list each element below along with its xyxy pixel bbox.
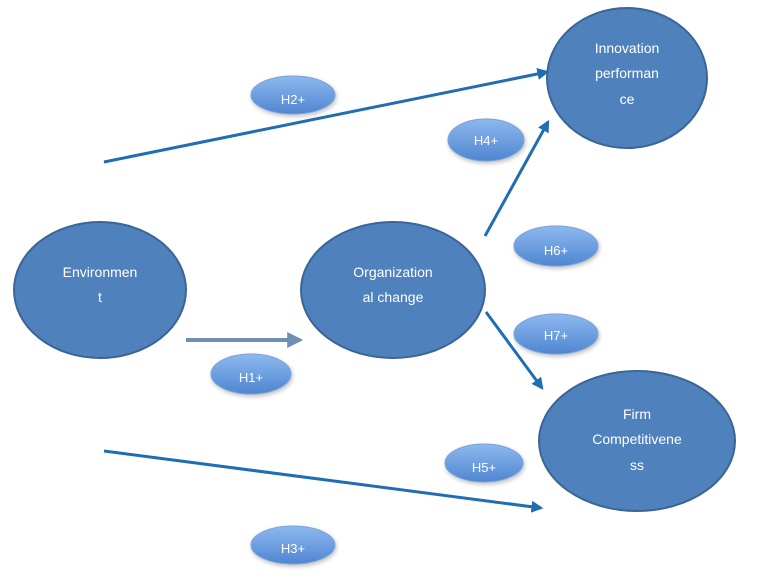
node-organizational-change-line-2: al change xyxy=(363,289,424,305)
node-innovation-performance-line-2: performan xyxy=(595,65,659,81)
badge-h1: H1+ xyxy=(210,353,292,395)
node-firm-competitiveness-line-3: ss xyxy=(630,457,644,473)
badge-h6: H6+ xyxy=(513,225,599,267)
node-environment-line-1: Environmen xyxy=(63,264,138,280)
arrow-environment-to-innovation-h2 xyxy=(103,68,550,164)
badge-h1-label: H1+ xyxy=(239,370,263,385)
badge-h3: H3+ xyxy=(250,525,336,565)
node-innovation-performance-line-1: Innovation xyxy=(595,40,660,56)
badge-h4: H4+ xyxy=(447,118,525,162)
badge-h2: H2+ xyxy=(250,75,336,115)
node-firm-competitiveness-line-2: Competitivene xyxy=(592,431,682,447)
badge-h3-label: H3+ xyxy=(281,541,305,556)
badge-h6-label: H6+ xyxy=(544,243,568,258)
badge-h4-label: H4+ xyxy=(474,133,498,148)
arrow-org-change-to-firm-competitiveness-h7 xyxy=(484,311,544,390)
arrow-org-change-to-innovation-h4 xyxy=(483,119,550,237)
node-firm-competitiveness: Firm Competitivene ss xyxy=(538,370,736,512)
arrow-environment-to-firm-competitiveness-h3 xyxy=(103,449,544,513)
node-organizational-change-line-1: Organization xyxy=(353,264,432,280)
badge-h7-label: H7+ xyxy=(544,328,568,343)
node-organizational-change: Organization al change xyxy=(300,221,486,359)
node-innovation-performance: Innovation performan ce xyxy=(546,7,708,149)
badge-h5-label: H5+ xyxy=(472,460,496,475)
badge-h5: H5+ xyxy=(444,443,524,483)
node-firm-competitiveness-line-1: Firm xyxy=(623,406,651,422)
node-environment: Environmen t xyxy=(13,221,187,359)
badge-h7: H7+ xyxy=(513,313,599,355)
node-innovation-performance-line-3: ce xyxy=(620,91,635,107)
badge-h2-label: H2+ xyxy=(281,92,305,107)
node-environment-line-2: t xyxy=(98,289,102,305)
